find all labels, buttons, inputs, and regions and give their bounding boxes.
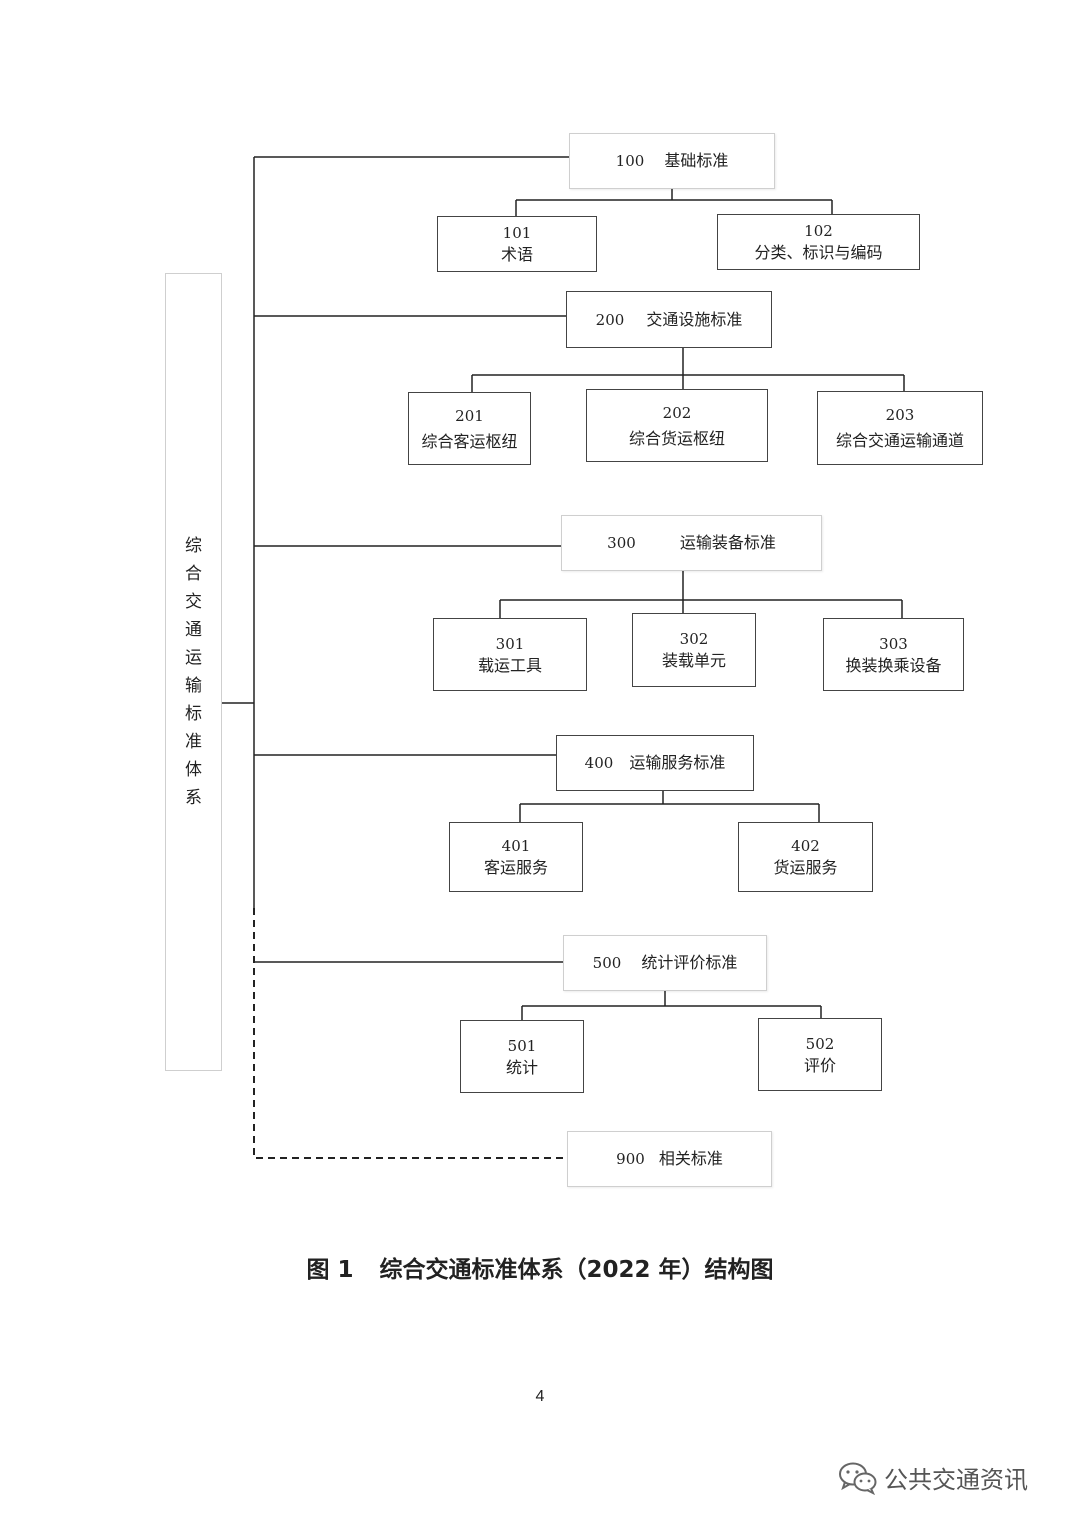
root-char: 输 bbox=[185, 676, 202, 696]
node-code: 401 bbox=[501, 837, 531, 855]
node-code: 203 bbox=[885, 406, 915, 424]
node-101: 101 术语 bbox=[437, 216, 597, 272]
node-label: 综合交通运输通道 bbox=[835, 431, 964, 450]
node-code: 402 bbox=[791, 837, 820, 855]
node-code: 200 bbox=[595, 310, 625, 329]
figure-number: 图 1 bbox=[306, 1257, 354, 1283]
node-300: 300 运输装备标准 bbox=[561, 515, 822, 571]
watermark-text: 公共交通资讯 bbox=[884, 1466, 1028, 1494]
node-label: 统计评价标准 bbox=[641, 953, 738, 972]
node-code: 102 bbox=[804, 222, 833, 240]
figure-caption: 图 1 综合交通标准体系（2022 年）结构图 bbox=[0, 1250, 1080, 1284]
node-code: 101 bbox=[502, 224, 532, 242]
node-code: 500 bbox=[592, 954, 622, 972]
node-label: 货运服务 bbox=[773, 858, 838, 877]
node-200: 200 交通设施标准 bbox=[566, 291, 772, 348]
root-char: 标 bbox=[185, 704, 202, 724]
node-400: 400 运输服务标准 bbox=[556, 735, 754, 791]
node-302: 302 装载单元 bbox=[632, 613, 756, 687]
node-label: 交通设施标准 bbox=[646, 309, 743, 329]
root-node: 综 合 交 通 运 输 标 准 体 系 bbox=[165, 273, 222, 1071]
node-code: 202 bbox=[662, 403, 692, 422]
node-label: 基础标准 bbox=[664, 151, 729, 170]
node-label: 运输服务标准 bbox=[629, 753, 726, 772]
root-char: 系 bbox=[185, 788, 202, 808]
root-char: 交 bbox=[185, 592, 202, 612]
root-char: 准 bbox=[185, 732, 202, 752]
node-label: 综合货运枢纽 bbox=[628, 428, 725, 448]
node-label: 装载单元 bbox=[661, 651, 726, 670]
node-code: 303 bbox=[879, 634, 908, 653]
node-203: 203 综合交通运输通道 bbox=[817, 391, 983, 465]
node-code: 201 bbox=[455, 406, 484, 425]
node-402: 402 货运服务 bbox=[738, 822, 873, 892]
root-char: 运 bbox=[185, 648, 202, 668]
node-401: 401 客运服务 bbox=[449, 822, 583, 892]
node-202: 202 综合货运枢纽 bbox=[586, 389, 768, 462]
node-label: 载运工具 bbox=[477, 655, 542, 675]
root-char: 综 bbox=[185, 536, 202, 556]
node-label: 分类、标识与编码 bbox=[754, 243, 883, 262]
node-code: 502 bbox=[805, 1034, 835, 1053]
node-code: 900 bbox=[616, 1150, 645, 1168]
node-code: 301 bbox=[495, 634, 525, 653]
node-501: 501 统计 bbox=[460, 1020, 584, 1093]
node-code: 400 bbox=[584, 754, 614, 772]
node-500: 500 统计评价标准 bbox=[563, 935, 767, 991]
node-label: 换装换乘设备 bbox=[845, 655, 942, 675]
figure-title: 综合交通标准体系（2022 年）结构图 bbox=[379, 1257, 774, 1283]
root-char: 体 bbox=[185, 760, 202, 780]
node-code: 501 bbox=[507, 1036, 537, 1055]
page-number: 4 bbox=[535, 1388, 545, 1405]
node-label: 评价 bbox=[803, 1055, 836, 1075]
node-102: 102 分类、标识与编码 bbox=[717, 214, 920, 270]
node-100: 100 基础标准 bbox=[569, 133, 775, 189]
wechat-icon bbox=[839, 1462, 877, 1495]
node-code: 100 bbox=[615, 152, 645, 170]
root-char: 合 bbox=[185, 564, 202, 584]
node-code: 302 bbox=[679, 630, 709, 648]
watermark: 公共交通资讯 bbox=[838, 1460, 1028, 1495]
node-label: 运输装备标准 bbox=[679, 533, 776, 552]
node-label: 客运服务 bbox=[483, 858, 548, 877]
node-label: 术语 bbox=[500, 245, 533, 264]
node-label: 统计 bbox=[505, 1057, 538, 1077]
node-label: 相关标准 bbox=[658, 1149, 723, 1168]
node-502: 502 评价 bbox=[758, 1018, 882, 1091]
node-label: 综合客运枢纽 bbox=[421, 431, 518, 451]
node-301: 301 载运工具 bbox=[433, 618, 587, 691]
node-code: 300 bbox=[607, 534, 636, 552]
node-303: 303 换装换乘设备 bbox=[823, 618, 964, 691]
node-201: 201 综合客运枢纽 bbox=[408, 392, 531, 465]
root-char: 通 bbox=[185, 620, 202, 640]
node-900: 900 相关标准 bbox=[567, 1131, 772, 1187]
